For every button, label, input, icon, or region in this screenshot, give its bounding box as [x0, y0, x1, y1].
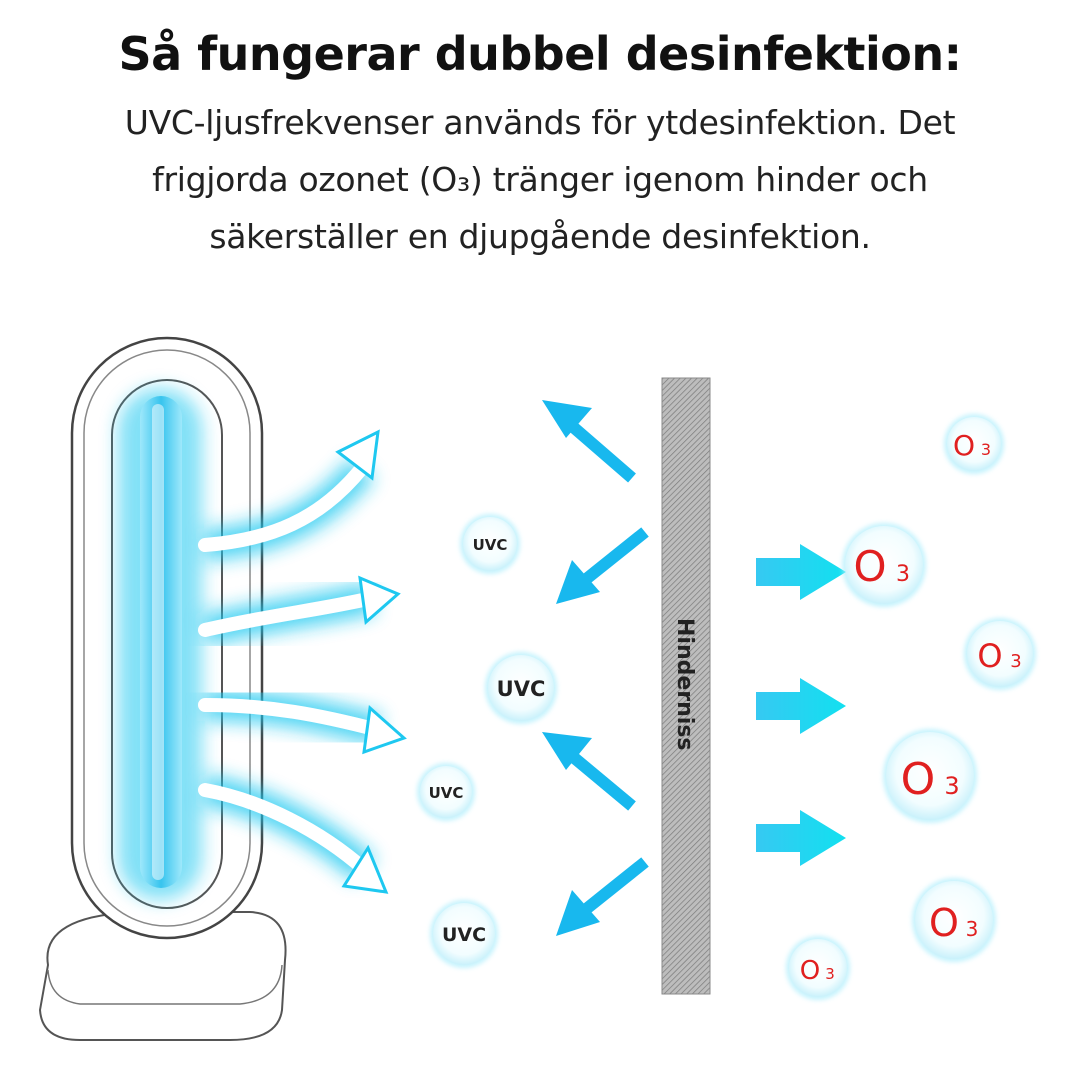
- uvc-badge: UVC: [460, 514, 520, 574]
- uvc-badge: UVC: [417, 763, 475, 821]
- ozone-symbol: O: [853, 542, 886, 591]
- uvc-lamp: [38, 336, 287, 1041]
- ozone-subscript: 3: [966, 917, 979, 941]
- uvc-label: UVC: [442, 924, 486, 946]
- emission-arrow: [198, 774, 389, 894]
- ozone-badge: O 3: [842, 523, 926, 607]
- reflect-arrow-down-left: [556, 527, 649, 604]
- ozone-pass-arrows: [756, 544, 846, 866]
- ozone-symbol: O: [901, 754, 936, 805]
- ozone-symbol: O: [977, 637, 1002, 675]
- ozone-badge: O 3: [964, 618, 1036, 690]
- description-line: säkerställer en djupgående desinfektion.: [209, 217, 871, 256]
- uvc-label: UVC: [473, 536, 508, 554]
- uvc-badges: UVC UVC UVC UVC: [417, 514, 557, 968]
- ozone-subscript: 3: [896, 562, 910, 587]
- block-arrow: [756, 544, 846, 600]
- ozone-badge: O 3: [912, 878, 996, 962]
- reflect-arrow-up-left: [542, 732, 636, 811]
- uvc-label: UVC: [429, 784, 464, 802]
- ozone-symbol: O: [800, 956, 820, 986]
- uvc-badge: UVC: [485, 652, 557, 724]
- description-line: UVC-ljusfrekvenser används för ytdesinfe…: [124, 103, 956, 142]
- barrier: Hinderniss: [661, 377, 711, 995]
- block-arrow: [756, 810, 846, 866]
- ozone-badge: O 3: [944, 414, 1004, 474]
- block-arrow: [756, 678, 846, 734]
- ozone-subscript: 3: [825, 965, 835, 983]
- barrier-label: Hinderniss: [672, 618, 697, 751]
- ozone-badge: O 3: [883, 729, 977, 823]
- uvc-emission-arrows: [198, 429, 407, 894]
- uvc-label: UVC: [497, 677, 546, 701]
- ozone-symbol: O: [953, 429, 975, 462]
- ozone-badge: O 3: [786, 936, 850, 1000]
- page-title: Så fungerar dubbel desinfektion:: [118, 27, 962, 81]
- reflect-arrow-up-left: [542, 400, 636, 483]
- emission-arrow: [198, 575, 401, 646]
- header: Så fungerar dubbel desinfektion: UVC-lju…: [0, 22, 1080, 265]
- ozone-subscript: 3: [944, 772, 959, 800]
- uvc-badge: UVC: [430, 900, 498, 968]
- reflect-arrow-down-left: [556, 857, 649, 936]
- ozone-symbol: O: [929, 901, 959, 945]
- description-line: frigjorda ozonet (O₃) tränger igenom hin…: [152, 160, 928, 199]
- emission-arrow: [198, 689, 407, 755]
- description: UVC-ljusfrekvenser används för ytdesinfe…: [25, 94, 1055, 265]
- reflected-arrows: [542, 400, 649, 936]
- ozone-subscript: 3: [981, 440, 991, 459]
- emission-arrow: [198, 429, 380, 561]
- ozone-subscript: 3: [1010, 651, 1021, 672]
- ozone-badges: O 3 O 3 O 3 O 3 O 3: [786, 414, 1036, 1000]
